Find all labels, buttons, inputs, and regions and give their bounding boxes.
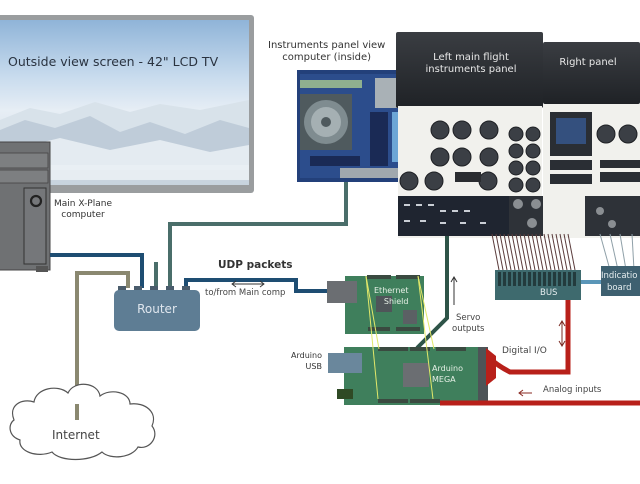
- cable-internet-to-router: [75, 271, 130, 408]
- right-panel: [543, 42, 640, 238]
- analog-arrow: [518, 389, 532, 397]
- cable-main-to-router: [50, 253, 144, 288]
- indication-board-label: Indicatio board: [601, 270, 637, 294]
- main-xplane-computer: [0, 141, 51, 272]
- arduino-mega-label-line2: MEGA: [432, 375, 456, 384]
- internet-label: Internet: [52, 428, 100, 442]
- arduino-usb-label-line2: USB: [305, 362, 322, 371]
- servo-arrow: [450, 276, 458, 305]
- arduino-usb-label-line1: Arduino: [291, 351, 322, 360]
- router-label: Router: [137, 302, 177, 316]
- instruments-computer-label-line2: computer (inside): [282, 52, 372, 63]
- digital-io-label: Digital I/O: [502, 346, 547, 356]
- digital-io-cable: [486, 290, 571, 386]
- indication-board-label-line1: Indicatio: [601, 271, 638, 281]
- ethernet-shield: [327, 275, 424, 334]
- arduino-mega-label-line1: Arduino: [432, 364, 463, 373]
- right-panel-label: Right panel: [559, 57, 617, 68]
- outside-view-screen: [0, 15, 254, 193]
- ethernet-shield-label-line2: Shield: [383, 297, 409, 306]
- main-computer-label-line1: Main X-Plane: [54, 199, 112, 209]
- left-panel-label-line1: Left main flight: [433, 52, 509, 63]
- digital-io-arrow: [558, 320, 566, 347]
- indication-wires: [599, 233, 635, 271]
- left-panel-label-line2: instruments panel: [425, 64, 517, 75]
- left-panel-label: Left main flight instruments panel: [400, 52, 542, 76]
- shield-stack-guides: [365, 275, 435, 400]
- cable-instruments-to-router: [168, 182, 348, 288]
- servo-outputs-label-line1: Servo: [456, 313, 481, 323]
- servo-outputs-label: Servo outputs: [452, 313, 484, 335]
- servo-outputs-label-line2: outputs: [452, 324, 485, 334]
- udp-direction-label: to/from Main comp: [205, 288, 286, 298]
- main-computer-label: Main X-Plane computer: [54, 199, 112, 221]
- indication-board-label-line2: board: [606, 283, 632, 293]
- bus: [495, 270, 581, 300]
- analog-inputs-label: Analog inputs: [543, 385, 602, 395]
- instruments-computer-label: Instruments panel view computer (inside): [268, 40, 385, 64]
- router: [114, 286, 200, 331]
- arduino-mega-label: Arduino MEGA: [432, 363, 463, 385]
- cable-udp-router-to-shield: [184, 278, 330, 293]
- bus-wires: [491, 233, 576, 271]
- cable-servo: [415, 236, 449, 350]
- udp-direction-arrow: [231, 280, 265, 288]
- udp-packets-label: UDP packets: [218, 259, 293, 271]
- outside-screen-label: Outside view screen - 42" LCD TV: [8, 54, 219, 69]
- arduino-usb-label: Arduino USB: [291, 350, 322, 372]
- indication-board: [601, 266, 640, 296]
- ethernet-shield-label: Ethernet Shield: [374, 285, 408, 307]
- bus-label: BUS: [540, 288, 558, 298]
- left-main-flight-instruments-panel: [396, 32, 571, 238]
- main-computer-label-line2: computer: [61, 210, 105, 220]
- internet-cloud: [9, 383, 156, 461]
- arduino-mega: [328, 347, 488, 405]
- ethernet-shield-label-line1: Ethernet: [374, 286, 409, 295]
- instruments-computer-label-line1: Instruments panel view: [268, 40, 386, 51]
